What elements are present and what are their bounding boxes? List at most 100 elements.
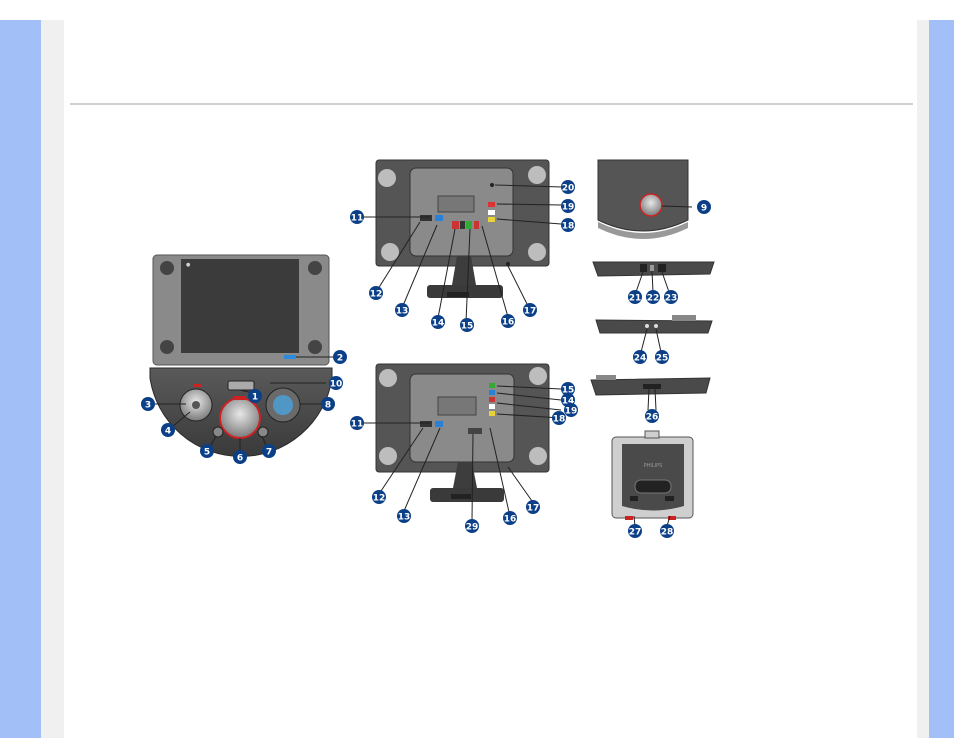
right-gray-gutter	[917, 20, 929, 738]
svg-text:5: 5	[204, 448, 210, 458]
callout-27: 27	[628, 524, 642, 538]
front-screen	[181, 259, 299, 353]
svg-text:18: 18	[562, 222, 575, 232]
power-led	[284, 355, 296, 359]
svg-text:20: 20	[562, 184, 575, 194]
front-foot-br	[308, 340, 322, 354]
callout-7: 7	[262, 444, 276, 458]
callout-17b: 17	[526, 500, 540, 514]
callout-11b: 11	[350, 416, 364, 430]
svg-text:28: 28	[661, 528, 674, 538]
svg-text:12: 12	[370, 290, 383, 300]
svg-text:27: 27	[629, 528, 642, 538]
svg-text:10: 10	[330, 380, 343, 390]
svg-text:12: 12	[373, 494, 386, 504]
callouts: 1 2 10 3 8 4 5 6 7 11 12 13 14 15 16 17 …	[141, 180, 711, 538]
callout-12a: 12	[369, 286, 383, 300]
svg-text:17: 17	[524, 307, 537, 317]
svg-text:14: 14	[562, 397, 575, 407]
control-panel	[149, 367, 333, 457]
callout-16b: 16	[503, 511, 517, 525]
callout-22: 22	[646, 290, 660, 304]
svg-text:6: 6	[237, 454, 243, 464]
svg-text:8: 8	[325, 401, 331, 411]
rear-view-2	[375, 363, 550, 502]
callout-23: 23	[664, 290, 678, 304]
callout-6: 6	[233, 450, 247, 464]
svg-text:17: 17	[527, 504, 540, 514]
svg-text:21: 21	[629, 294, 642, 304]
svg-text:29: 29	[466, 523, 479, 533]
svg-text:22: 22	[647, 294, 660, 304]
callout-28: 28	[660, 524, 674, 538]
svg-text:13: 13	[398, 513, 411, 523]
rear-view-1	[375, 159, 550, 298]
edge-view-2	[595, 315, 713, 334]
callout-14a: 14	[431, 315, 445, 329]
left-gray-gutter	[41, 20, 64, 738]
svg-text:16: 16	[502, 318, 515, 328]
callout-16a: 16	[501, 314, 515, 328]
callout-26: 26	[645, 409, 659, 423]
callout-15b: 15	[561, 382, 575, 396]
callout-1a: 1	[248, 389, 262, 403]
callout-18a: 18	[561, 218, 575, 232]
svg-text:15: 15	[461, 322, 474, 332]
left-blue-band	[0, 20, 41, 738]
center-dial	[219, 397, 261, 439]
svg-text:2: 2	[337, 354, 343, 364]
svg-text:11: 11	[351, 214, 364, 224]
front-foot-tl	[160, 261, 174, 275]
callout-29: 29	[465, 519, 479, 533]
svg-text:16: 16	[504, 515, 517, 525]
svg-text:14: 14	[432, 319, 445, 329]
callout-4: 4	[161, 423, 175, 437]
callout-19a: 19	[561, 199, 575, 213]
callout-21: 21	[628, 290, 642, 304]
svg-text:25: 25	[656, 354, 669, 364]
callout-19b: 19	[564, 403, 578, 417]
front-view-monitor: ●	[152, 254, 330, 366]
callout-17a: 17	[523, 303, 537, 317]
callout-20: 20	[561, 180, 575, 194]
svg-text:23: 23	[665, 294, 678, 304]
callout-2: 2	[333, 350, 347, 364]
edge-view-3	[590, 375, 711, 396]
right-blue-band	[929, 20, 954, 738]
callout-24: 24	[633, 350, 647, 364]
callout-11a: 11	[350, 210, 364, 224]
front-foot-tr	[308, 261, 322, 275]
svg-text:7: 7	[266, 448, 272, 458]
base-brand-text: PHILIPS	[644, 463, 663, 469]
edge-view-1	[592, 261, 715, 277]
svg-text:15: 15	[562, 386, 575, 396]
front-foot-bl	[160, 340, 174, 354]
callout-13a: 13	[395, 303, 409, 317]
svg-text:3: 3	[145, 401, 151, 411]
top-button	[227, 380, 255, 391]
svg-text:9: 9	[701, 204, 707, 214]
callout-18b: 18	[552, 411, 566, 425]
svg-text:18: 18	[553, 415, 566, 425]
callout-13b: 13	[397, 509, 411, 523]
front-logo: ●	[186, 262, 191, 268]
callout-3: 3	[141, 397, 155, 411]
callout-5: 5	[200, 444, 214, 458]
callout-25: 25	[655, 350, 669, 364]
callout-8: 8	[321, 397, 335, 411]
base-bottom-view: PHILIPS	[611, 430, 694, 520]
callout-12b: 12	[372, 490, 386, 504]
svg-text:4: 4	[165, 427, 171, 437]
callout-9: 9	[697, 200, 711, 214]
svg-text:19: 19	[565, 407, 578, 417]
svg-text:13: 13	[396, 307, 409, 317]
svg-text:24: 24	[634, 354, 647, 364]
svg-text:19: 19	[562, 203, 575, 213]
button-5	[212, 426, 224, 438]
svg-text:1: 1	[252, 393, 258, 403]
side-view-dial	[597, 159, 689, 239]
callout-10: 10	[329, 376, 343, 390]
callout-15a: 15	[460, 318, 474, 332]
svg-text:26: 26	[646, 413, 659, 423]
